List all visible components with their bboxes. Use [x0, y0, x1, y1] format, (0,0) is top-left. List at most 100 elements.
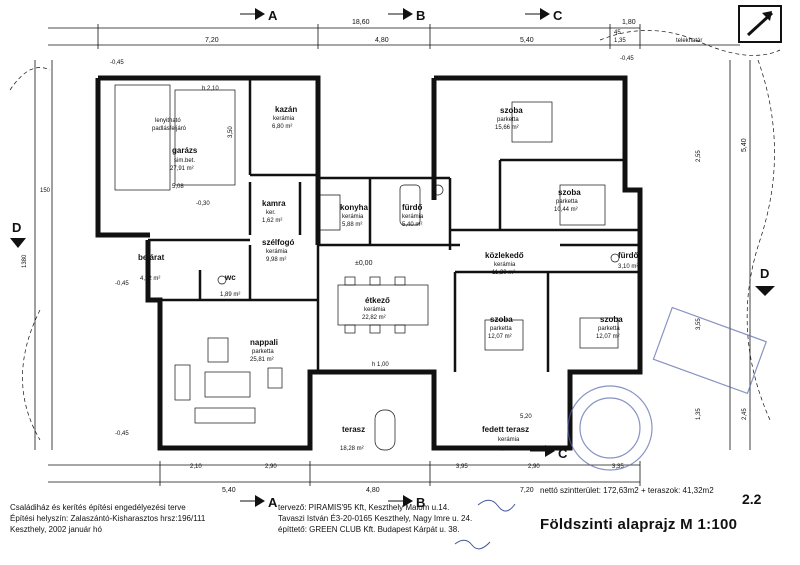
- dim-right-top: 1,80: [622, 19, 636, 26]
- dim-bottom-e4: 2,90: [528, 464, 540, 470]
- kitchen-sub: kerámia: [342, 214, 364, 220]
- dim-right-d: 2,45: [742, 408, 748, 420]
- north-arrow-icon: [738, 5, 782, 43]
- section-b-top: B: [416, 8, 425, 23]
- room-kitchen: konyha kerámia 5,88 m²: [340, 203, 369, 228]
- room-bath2: fürdő 3,10 m²: [618, 251, 639, 270]
- dim-top-2: 4,80: [375, 37, 389, 44]
- terrace2-area: 18,74 m²: [495, 446, 519, 452]
- room2-name: szoba: [558, 188, 581, 197]
- outer-walls: [95, 75, 643, 451]
- net-area: nettó szintterület: 172,63m2 + teraszok:…: [540, 486, 714, 495]
- level-minus45-right: -0,45: [620, 56, 634, 62]
- dim-bottom-f1: 5,20: [520, 414, 532, 420]
- dim-bottom-e5: 3,35: [612, 464, 624, 470]
- furniture: [114, 84, 620, 451]
- telek-label: telekhatár: [676, 38, 702, 44]
- terrace2-name: fedett terasz: [482, 425, 529, 434]
- dimension-lines: [34, 24, 751, 486]
- room4-name: szoba: [600, 315, 623, 324]
- room-dining: étkező kerámia 22,82 m²: [362, 296, 390, 321]
- bath1-area: 5,40 m²: [402, 222, 422, 228]
- room-bath1: fürdő kerámia 5,40 m²: [402, 203, 424, 228]
- bath1-sub: kerámia: [402, 214, 424, 220]
- designer-info: tervező: PIRAMIS'95 Kft, Keszthely Malom…: [278, 502, 472, 535]
- wc-name: wc: [224, 273, 236, 282]
- dim-top-4: 1,35: [614, 38, 626, 44]
- dim-right-a: 5,40: [741, 138, 748, 152]
- room-covered-terrace: fedett terasz kerámia 18,74 m²: [482, 425, 529, 452]
- pantry-area: 1,62 m²: [262, 218, 282, 224]
- garage-level: -0,30: [196, 201, 210, 207]
- label-h210: h 2,10: [202, 86, 219, 92]
- label-h100: h 1,00: [372, 362, 389, 368]
- dim-right-e: 1,35: [696, 408, 702, 420]
- room-garage: lenyitható padlásfeljáró garázs sim.bet.…: [152, 118, 210, 207]
- dim-top-5: 45: [614, 30, 621, 36]
- garage-sub: sim.bet.: [174, 158, 195, 164]
- room-bedroom2: szoba parketta 10,44 m²: [554, 188, 581, 213]
- bath2-area: 3,10 m²: [618, 264, 638, 270]
- dim-bottom-1: 5,40: [222, 487, 236, 494]
- level-minus45-bottom: -0,45: [115, 431, 129, 437]
- entry-area: 4,32 m²: [140, 276, 160, 282]
- room-bedroom3: szoba parketta 12,07 m²: [488, 315, 513, 340]
- level-minus45-left: -0,45: [115, 281, 129, 287]
- dim-left-a: 1380: [22, 254, 28, 268]
- designer-company: tervező: PIRAMIS'95 Kft, Keszthely Malom…: [278, 503, 450, 512]
- dim-bottom-e1: 2,10: [190, 464, 202, 470]
- corridor-name: közlekedő: [485, 251, 524, 260]
- inner-walls: [148, 78, 640, 372]
- section-d-left: D: [12, 220, 21, 235]
- drawing-title: Földszinti alaprajz M 1:100: [540, 516, 738, 533]
- dining-sub: kerámia: [364, 307, 386, 313]
- room3-sub: parketta: [490, 326, 512, 332]
- boiler-area: 6,80 m²: [272, 124, 292, 130]
- terrace1-name: terasz: [342, 425, 365, 434]
- kitchen-area: 5,88 m²: [342, 222, 362, 228]
- dim-bottom-e2: 2,90: [265, 464, 277, 470]
- project-info: Családiház és kerítés építési engedélyez…: [10, 502, 205, 535]
- kitchen-name: konyha: [340, 203, 369, 212]
- entry-name: bejárat: [138, 253, 165, 262]
- room1-area: 15,66 m²: [495, 125, 519, 131]
- room3-area: 12,07 m²: [488, 334, 512, 340]
- room3-name: szoba: [490, 315, 513, 324]
- bath2-name: fürdő: [618, 251, 639, 260]
- corridor-area: 11,20 m²: [492, 270, 515, 276]
- project-date: Keszthely, 2002 január hó: [10, 525, 102, 534]
- pantry-name: kamra: [262, 199, 286, 208]
- room4-sub: parketta: [598, 326, 620, 332]
- terrace1-area: 18,28 m²: [340, 446, 364, 452]
- room-bedroom1: szoba parketta 15,66 m²: [495, 106, 523, 131]
- project-location: Építési helyszín: Zalaszántó-Kisharaszto…: [10, 514, 206, 523]
- vestibule-name: szélfogó: [262, 238, 295, 247]
- dining-area: 22,82 m²: [362, 315, 386, 321]
- vestibule-area: 9,98 m²: [266, 257, 286, 263]
- section-c-top: C: [553, 8, 563, 23]
- room-vestibule: szélfogó kerámia 9,98 m²: [262, 238, 295, 263]
- dining-name: étkező: [365, 296, 390, 305]
- dim-top-1: 7,20: [205, 37, 219, 44]
- section-a-bottom: A: [268, 495, 278, 510]
- room-wc: wc 1,89 m²: [220, 273, 240, 298]
- boiler-name: kazán: [275, 105, 297, 114]
- dim-right-b: 2,55: [696, 150, 702, 162]
- living-name: nappali: [250, 338, 278, 347]
- vestibule-sub: kerámia: [266, 249, 288, 255]
- bath1-name: fürdő: [402, 203, 423, 212]
- room-boiler: kazán kerámia 6,80 m²: [272, 105, 297, 130]
- level-zero: ±0,00: [355, 260, 373, 267]
- section-d-right: D: [760, 266, 769, 281]
- dim-right-c: 3,55: [696, 318, 702, 330]
- dim-bottom-e3: 3,95: [456, 464, 468, 470]
- dim-left-b: 150: [40, 188, 51, 194]
- project-title: Családiház és kerítés építési engedélyez…: [10, 503, 186, 512]
- pantry-sub: ker.: [266, 210, 276, 216]
- garage-note-2: padlásfeljáró: [152, 126, 187, 132]
- room1-sub: parketta: [497, 117, 519, 123]
- official-stamp: [567, 306, 767, 471]
- room-living: nappali parketta 25,81 m²: [250, 338, 278, 363]
- room-entry: bejárat 4,32 m²: [138, 253, 165, 282]
- section-a-top: A: [268, 8, 278, 23]
